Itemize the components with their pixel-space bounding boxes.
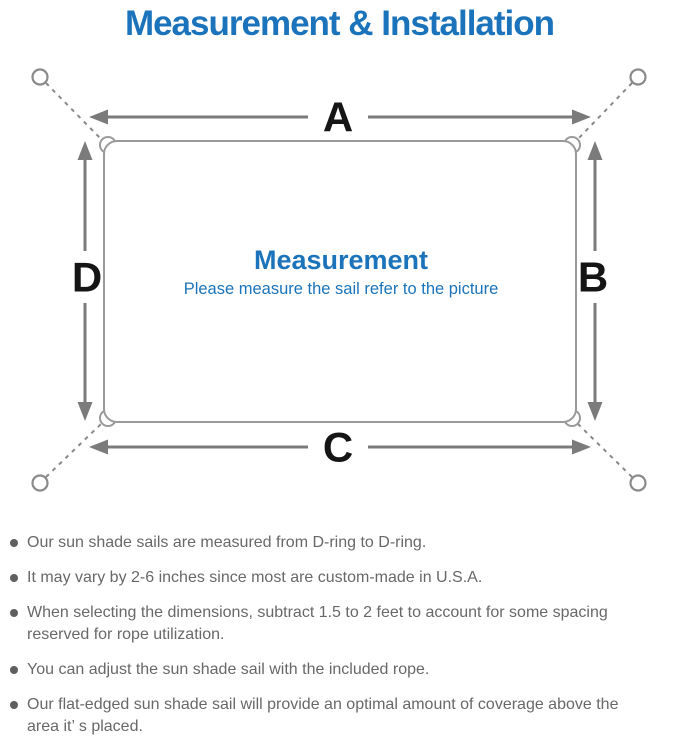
note-text: It may vary by 2-6 inches since most are…: [27, 569, 483, 586]
arrowhead-left-icon: [89, 439, 108, 455]
arrowhead-up-icon: [587, 141, 603, 160]
anchor-ring-icon: [31, 68, 49, 86]
bullet-dot-icon: [10, 666, 18, 674]
sail-outline: [103, 140, 577, 423]
measurement-diagram: A C D B Measurement Please measure the s…: [31, 68, 647, 492]
arrowhead-right-icon: [572, 109, 591, 125]
note-text: Our sun shade sails are measured from D-…: [27, 534, 427, 551]
diagram-center-subtitle: Please measure the sail refer to the pic…: [184, 280, 499, 298]
rope-line-top-right: [577, 82, 633, 140]
arrowhead-down-icon: [587, 402, 603, 421]
anchor-rope-lines: [45, 82, 633, 478]
note-text: When selecting the dimensions, subtract …: [27, 604, 608, 643]
note-text: You can adjust the sun shade sail with t…: [27, 661, 430, 678]
anchor-ring-icon: [629, 474, 647, 492]
arrowhead-right-icon: [572, 439, 591, 455]
bullet-dot-icon: [10, 539, 18, 547]
rope-line-top-left: [45, 82, 102, 140]
arrowhead-left-icon: [89, 109, 108, 125]
list-item: It may vary by 2-6 inches since most are…: [10, 567, 672, 589]
page-title: Measurement & Installation: [124, 4, 555, 43]
anchor-rings: [31, 68, 647, 492]
dimension-label-a: A: [323, 94, 353, 141]
anchor-ring-icon: [629, 68, 647, 86]
bullet-dot-icon: [10, 574, 18, 582]
anchor-ring-icon: [31, 474, 49, 492]
arrowhead-down-icon: [77, 402, 93, 421]
list-item: Our flat-edged sun shade sail will provi…: [10, 694, 672, 738]
dimension-label-d: D: [72, 254, 102, 301]
arrowhead-up-icon: [77, 141, 93, 160]
diagram-center-title: Measurement: [254, 245, 428, 275]
rope-line-bottom-right: [577, 423, 633, 478]
dimension-label-b: B: [578, 254, 608, 301]
list-item: When selecting the dimensions, subtract …: [10, 602, 672, 646]
bullet-dot-icon: [10, 609, 18, 617]
dimension-label-c: C: [323, 424, 353, 471]
list-item: Our sun shade sails are measured from D-…: [10, 532, 672, 554]
rope-line-bottom-left: [45, 423, 102, 478]
list-item: You can adjust the sun shade sail with t…: [10, 659, 672, 681]
notes-list: Our sun shade sails are measured from D-…: [10, 532, 672, 739]
note-text: Our flat-edged sun shade sail will provi…: [27, 696, 619, 735]
bullet-dot-icon: [10, 701, 18, 709]
